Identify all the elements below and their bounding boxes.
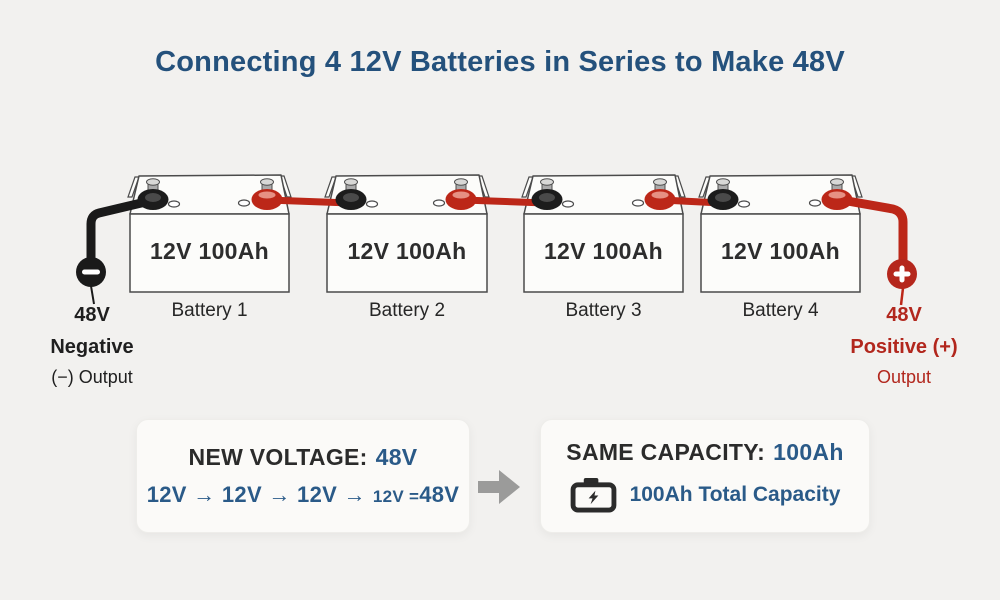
same-capacity-value: 100Ah bbox=[773, 439, 844, 465]
capacity-detail-text: 100Ah Total Capacity bbox=[629, 483, 841, 506]
battery-4-graphic bbox=[698, 174, 863, 293]
plus-icon bbox=[899, 265, 905, 283]
right-arrow-icon bbox=[478, 470, 520, 504]
positive-terminal bbox=[821, 178, 853, 210]
voltage-sequence: 12V → 12V → 12V → 12V =48V bbox=[147, 482, 460, 508]
positive-terminal bbox=[251, 178, 283, 210]
jumper-wire-2-3 bbox=[459, 196, 549, 207]
same-capacity-box: SAME CAPACITY: 100Ah 100Ah Total Capacity bbox=[540, 419, 870, 533]
positive-output-label: Output bbox=[876, 367, 932, 387]
negative-output-polarity: Negative bbox=[50, 336, 134, 358]
vent-cap bbox=[808, 199, 822, 207]
negative-output-label: (−) Output bbox=[51, 367, 133, 387]
negative-terminal bbox=[335, 178, 367, 210]
same-capacity-heading-text: SAME CAPACITY: bbox=[566, 439, 766, 465]
positive-output-wire bbox=[831, 194, 917, 306]
new-voltage-value: 48V bbox=[375, 444, 418, 470]
battery-terminals bbox=[137, 178, 853, 210]
minus-icon bbox=[82, 269, 100, 275]
vent-cap bbox=[631, 199, 645, 207]
battery-name-label: Battery 2 bbox=[368, 300, 446, 321]
battery-capacity-label: 12V 100Ah bbox=[347, 238, 467, 264]
voltage-sequence-result: 48V bbox=[419, 482, 460, 507]
vent-cap bbox=[365, 200, 379, 208]
battery-charge-icon bbox=[570, 477, 616, 513]
page-title: Connecting 4 12V Batteries in Series to … bbox=[155, 46, 845, 78]
positive-terminal bbox=[644, 178, 676, 210]
battery-capacity-label: 12V 100Ah bbox=[543, 238, 664, 264]
positive-output-polarity: Positive (+) bbox=[850, 336, 958, 358]
negative-output-wire bbox=[76, 195, 159, 305]
vent-cap bbox=[237, 199, 251, 207]
voltage-sequence-main: 12V → 12V → 12V → bbox=[146, 482, 366, 507]
voltage-sequence-small: 12V = bbox=[372, 487, 420, 506]
vent-cap bbox=[167, 200, 181, 208]
vent-cap bbox=[737, 200, 751, 208]
vent-cap bbox=[432, 199, 446, 207]
negative-output-voltage: 48V bbox=[74, 304, 110, 326]
battery-2-graphic bbox=[324, 174, 490, 293]
same-capacity-heading: SAME CAPACITY: 100Ah bbox=[566, 439, 843, 466]
capacity-detail-line: 100Ah Total Capacity bbox=[570, 477, 841, 513]
vent-cap bbox=[561, 200, 575, 208]
positive-terminal bbox=[445, 178, 477, 210]
positive-output-voltage: 48V bbox=[886, 304, 922, 326]
battery-3-graphic bbox=[521, 174, 686, 293]
new-voltage-heading-text: NEW VOLTAGE: bbox=[188, 444, 368, 470]
battery-1-graphic bbox=[127, 174, 292, 293]
battery-name-label: Battery 3 bbox=[565, 300, 642, 321]
new-voltage-heading: NEW VOLTAGE: 48V bbox=[189, 444, 418, 471]
new-voltage-box: NEW VOLTAGE:48V 12V → 12V → 12V →12V =48… bbox=[136, 419, 470, 533]
negative-terminal bbox=[707, 178, 739, 210]
negative-terminal bbox=[137, 178, 169, 210]
battery-capacity-label: 12V 100Ah bbox=[720, 238, 841, 264]
battery-name-label: Battery 1 bbox=[171, 300, 248, 321]
negative-terminal bbox=[531, 178, 563, 210]
battery-name-label: Battery 4 bbox=[742, 300, 819, 321]
battery-capacity-label: 12V 100Ah bbox=[149, 238, 270, 264]
